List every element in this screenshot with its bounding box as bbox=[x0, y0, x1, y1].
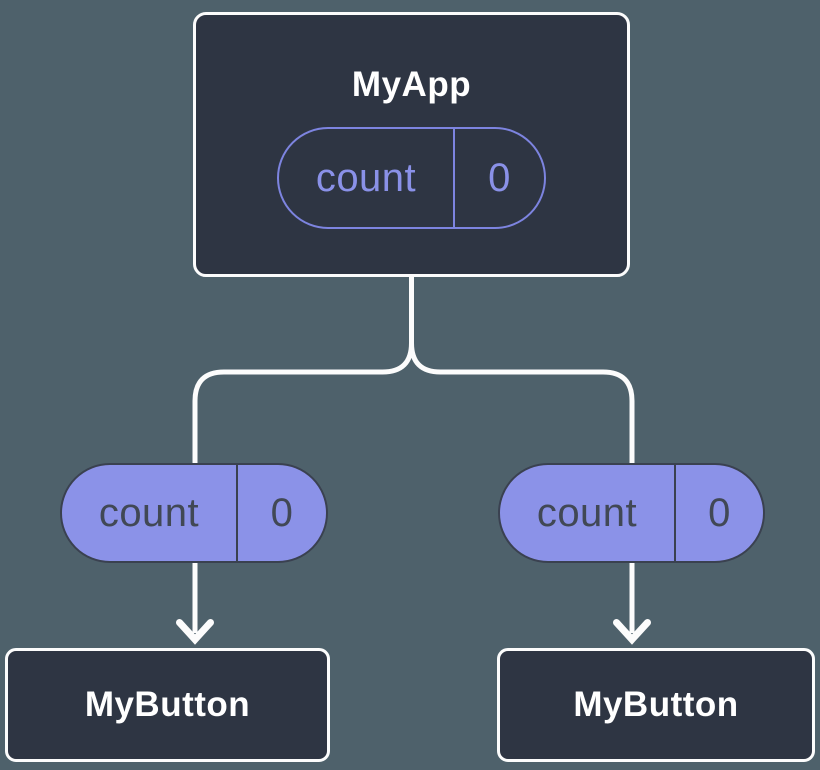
right-button-node: MyButton bbox=[497, 648, 815, 762]
left-button-node: MyButton bbox=[5, 648, 330, 762]
prop-name: count bbox=[279, 129, 455, 227]
edge-root-to-left-child bbox=[192, 277, 414, 633]
arrowhead-right-icon bbox=[613, 619, 651, 645]
prop-value: 0 bbox=[488, 155, 511, 200]
app-node-title: MyApp bbox=[351, 65, 472, 104]
arrowhead-left-icon bbox=[176, 619, 214, 645]
left-prop-pill: count 0 bbox=[60, 463, 328, 563]
app-node: MyApp count 0 bbox=[193, 12, 630, 277]
right-prop-pill: count 0 bbox=[498, 463, 765, 563]
prop-name: count bbox=[500, 465, 676, 561]
prop-value: 0 bbox=[270, 490, 294, 535]
prop-value: 0 bbox=[708, 490, 731, 535]
edge-root-to-right-child bbox=[409, 277, 635, 633]
app-prop-pill: count 0 bbox=[277, 127, 546, 229]
right-button-node-title: MyButton bbox=[573, 685, 739, 724]
prop-name: count bbox=[62, 465, 238, 561]
left-button-node-title: MyButton bbox=[84, 685, 251, 724]
